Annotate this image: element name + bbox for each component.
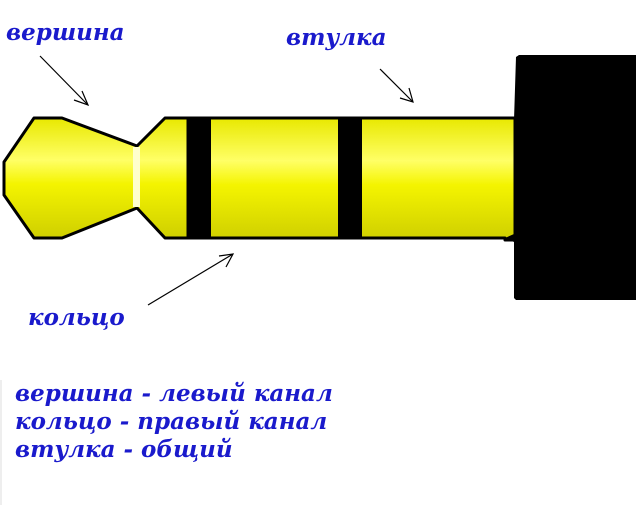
arrow-tip <box>39 55 90 107</box>
label-ring: кольцо <box>28 304 125 331</box>
insulator-ring-2 <box>338 117 362 239</box>
tip-neck-band <box>133 147 140 207</box>
label-sleeve: втулка <box>286 24 387 51</box>
label-tip: вершина <box>6 19 125 46</box>
arrow-ring <box>147 253 235 306</box>
plug-neck <box>135 116 192 240</box>
legend-line-tip: вершина - левый канал <box>15 380 333 407</box>
legend-line-sleeve: втулка - общий <box>15 436 233 463</box>
insulator-ring-1 <box>187 117 211 239</box>
legend: вершина - левый канал кольцо - правый ка… <box>15 380 333 464</box>
arrow-sleeve <box>379 68 414 103</box>
legend-line-ring: кольцо - правый канал <box>15 408 328 435</box>
plug-handle <box>505 55 636 300</box>
plug-tip <box>2 116 139 240</box>
